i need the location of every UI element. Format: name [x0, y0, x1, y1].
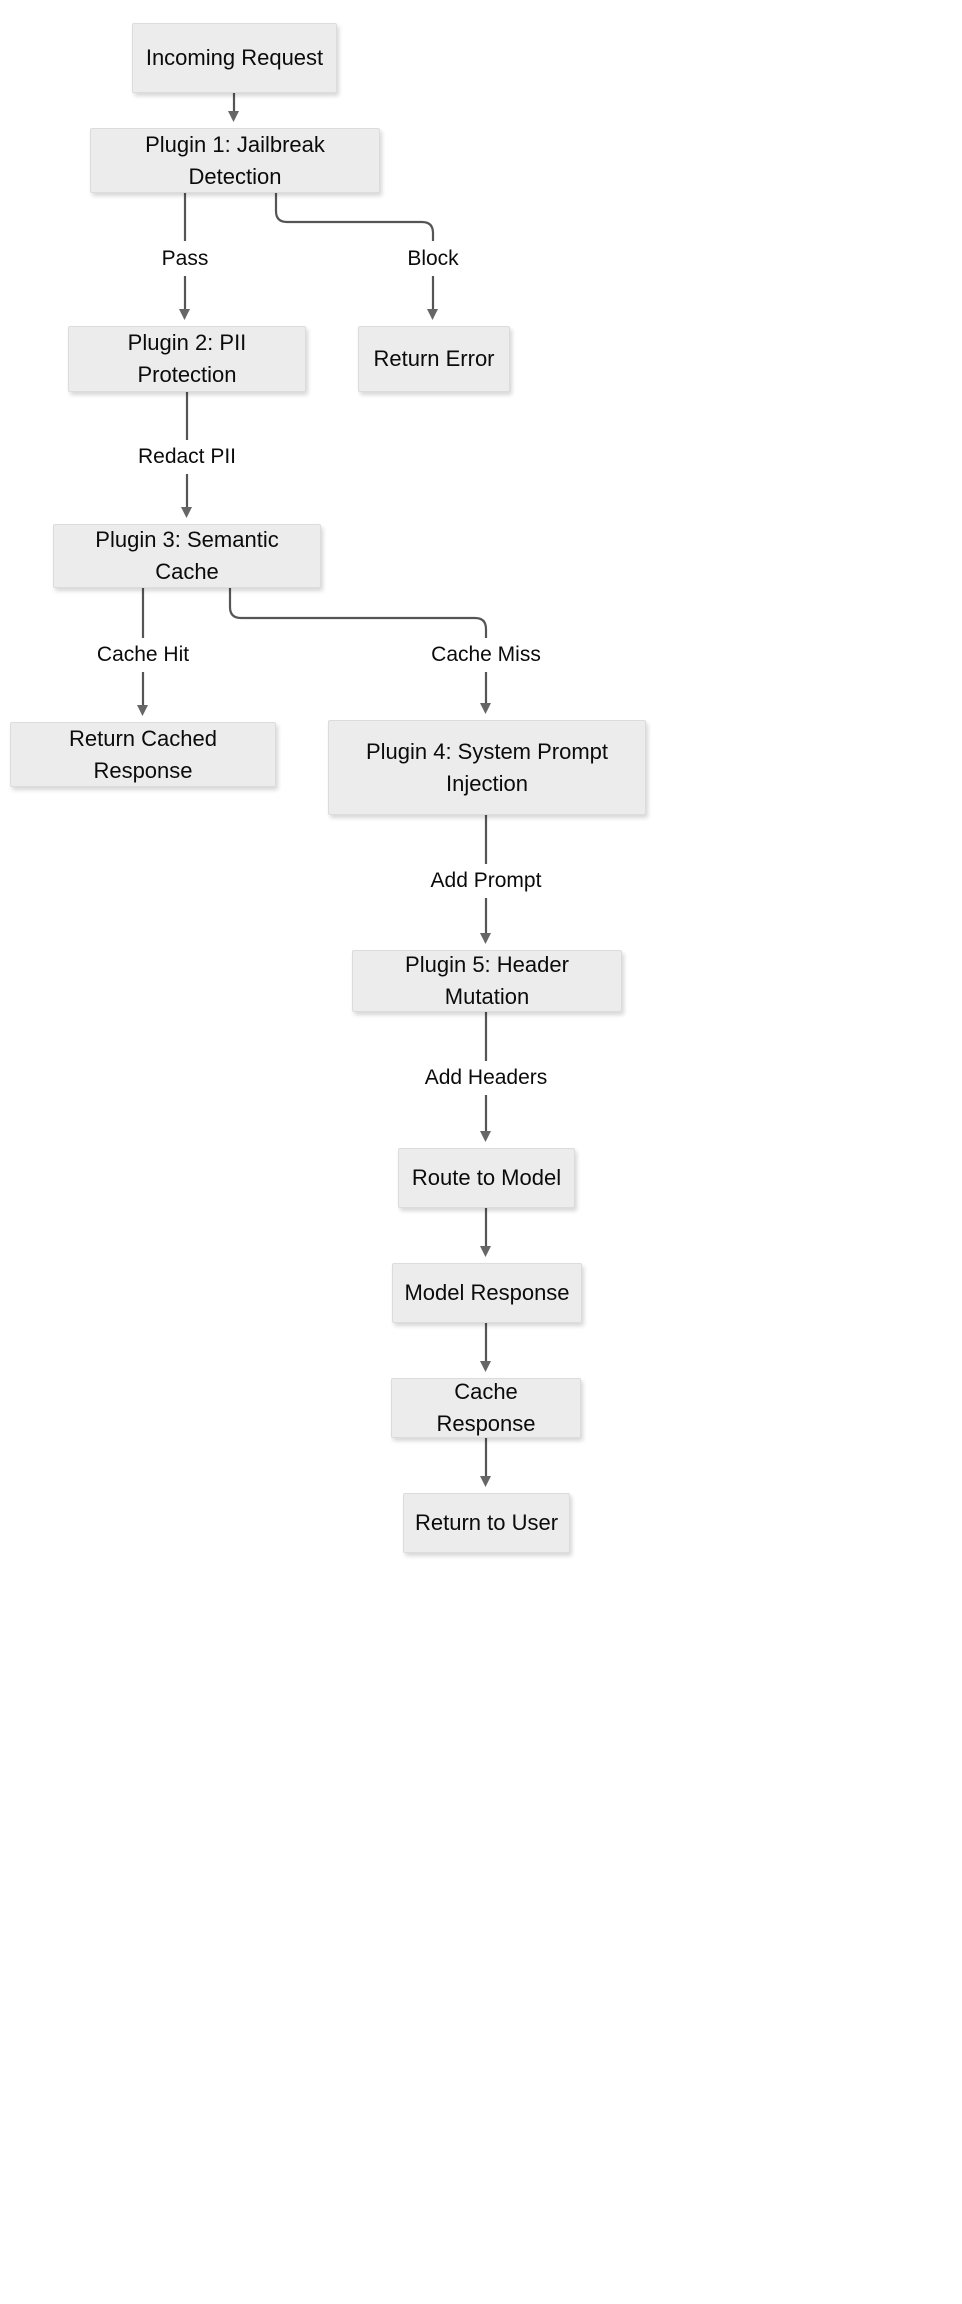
edge-label-pass: Pass	[155, 245, 215, 273]
node-incoming-request[interactable]: Incoming Request	[132, 23, 337, 93]
node-plugin-4-system-prompt-injection[interactable]: Plugin 4: System Prompt Injection	[328, 720, 646, 815]
node-model-response[interactable]: Model Response	[392, 1263, 582, 1323]
node-return-error[interactable]: Return Error	[358, 326, 510, 392]
edge-plugin1-to-returnerror-block	[274, 193, 435, 241]
edge-label-add-prompt: Add Prompt	[424, 867, 548, 895]
edge-label-cache-hit: Cache Hit	[90, 641, 196, 669]
node-plugin-3-semantic-cache[interactable]: Plugin 3: Semantic Cache	[53, 524, 321, 588]
node-return-to-user[interactable]: Return to User	[403, 1493, 570, 1553]
node-plugin-2-pii-protection[interactable]: Plugin 2: PII Protection	[68, 326, 306, 392]
edge-label-add-headers: Add Headers	[418, 1064, 554, 1092]
node-cache-response[interactable]: Cache Response	[391, 1378, 581, 1438]
edge-label-block: Block	[401, 245, 465, 273]
node-plugin-1-jailbreak-detection[interactable]: Plugin 1: Jailbreak Detection	[90, 128, 380, 193]
node-return-cached-response[interactable]: Return Cached Response	[10, 722, 276, 787]
node-route-to-model[interactable]: Route to Model	[398, 1148, 575, 1208]
edge-label-cache-miss: Cache Miss	[425, 641, 547, 669]
edge-plugin3-to-plugin4-cachemiss	[228, 588, 488, 638]
node-plugin-5-header-mutation[interactable]: Plugin 5: Header Mutation	[352, 950, 622, 1012]
edge-label-redact-pii: Redact PII	[131, 443, 243, 471]
